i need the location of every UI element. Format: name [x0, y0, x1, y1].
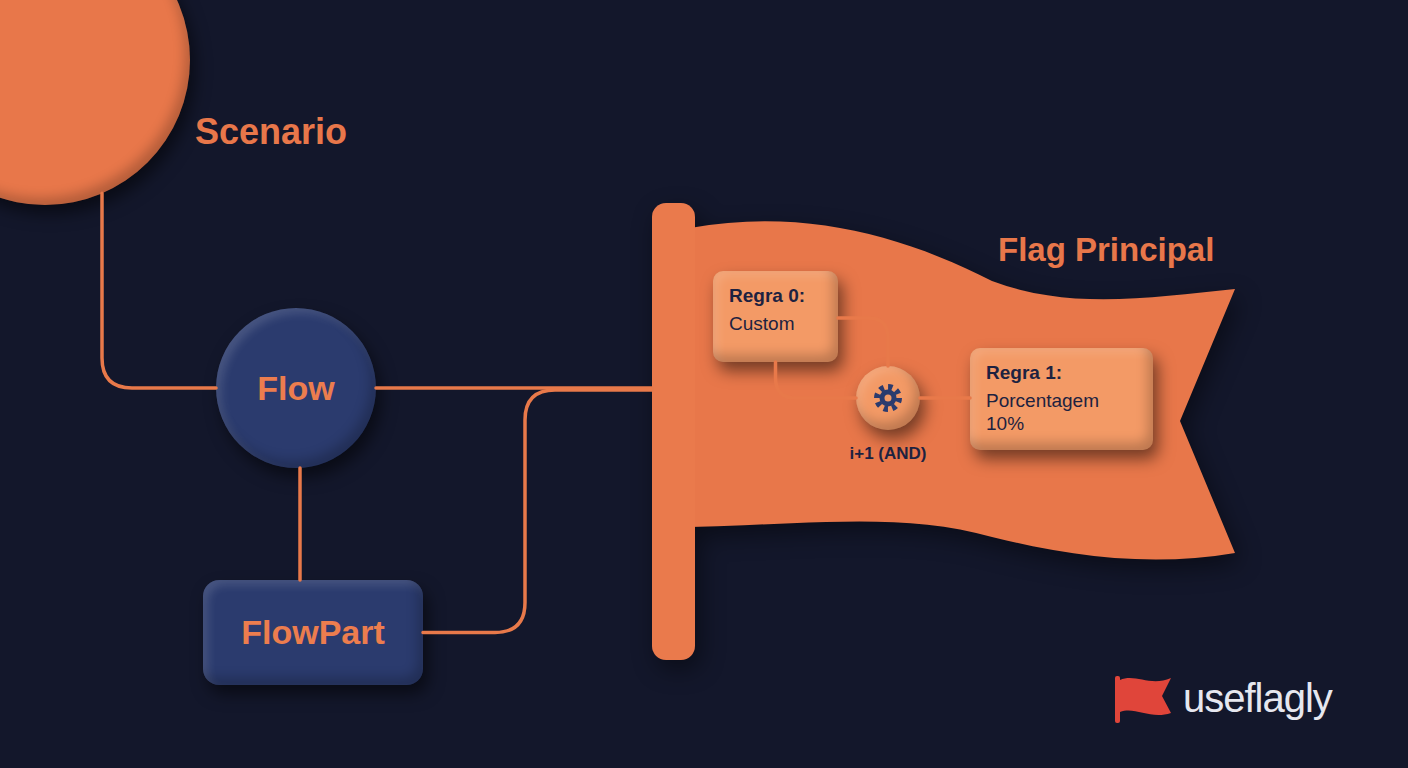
connector-line	[423, 390, 652, 633]
logo-flag	[1120, 678, 1171, 715]
logo-icon	[1115, 676, 1171, 723]
connector-line	[376, 386, 652, 390]
rule-body: Custom	[729, 313, 822, 336]
rule-box: Regra 0: Custom	[713, 271, 838, 362]
flowpart-box: FlowPart	[203, 580, 423, 685]
flow-circle: Flow	[216, 308, 376, 468]
connector-line	[298, 468, 302, 580]
rule-body: Porcentagem 10%	[986, 390, 1126, 436]
flag-body	[690, 221, 1235, 559]
operator-label: i+1 (AND)	[808, 444, 968, 464]
rule-box: Regra 1: Porcentagem 10%	[970, 348, 1153, 450]
connector-line	[102, 193, 216, 388]
node-label: Flow	[257, 369, 334, 408]
rule-title: Regra 0:	[729, 285, 822, 307]
flag-pole	[652, 203, 695, 660]
flag-shape: Flag PrincipalRegra 0:Customi+1 (AND)Reg…	[652, 203, 1242, 663]
logo-pole	[1115, 676, 1120, 723]
operator-circle: i+1 (AND)	[856, 366, 920, 430]
node-heading: Scenario	[195, 111, 347, 153]
brand-logo-text: useflagly	[1183, 676, 1332, 721]
rule-title: Regra 1:	[986, 362, 1137, 384]
node-heading: Flag Principal	[998, 231, 1214, 269]
node-label: FlowPart	[241, 613, 385, 652]
scenario-circle: Scenario	[0, 0, 190, 205]
